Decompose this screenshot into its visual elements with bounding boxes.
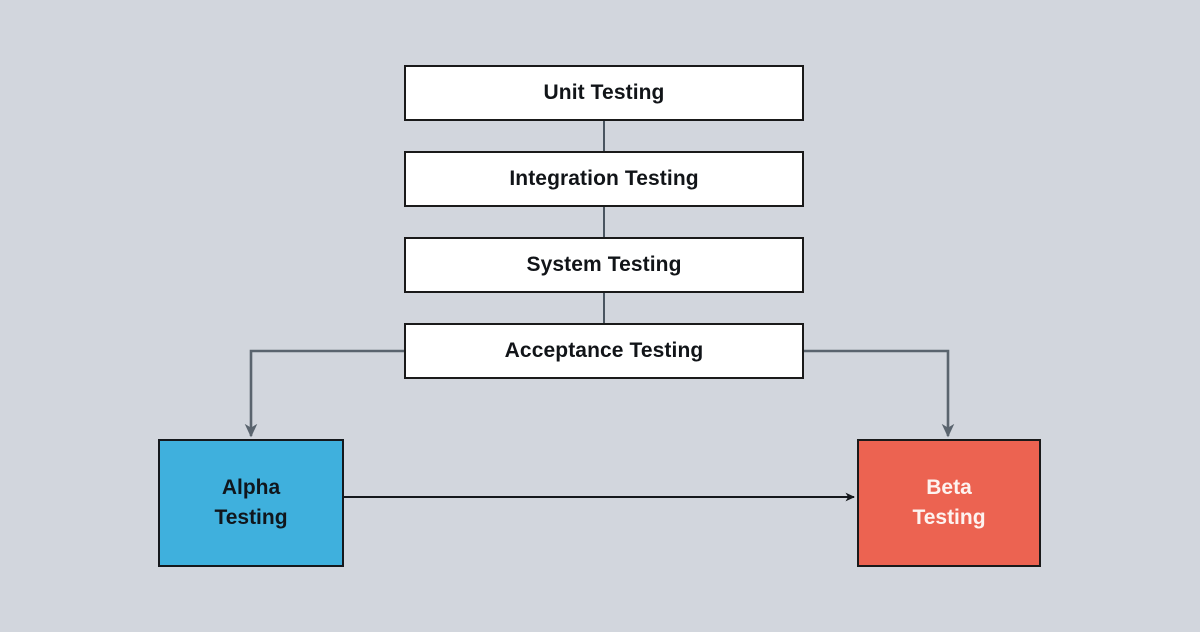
node-beta-testing[interactable]: Beta Testing [857, 439, 1041, 567]
node-alpha-testing-label: Alpha Testing [214, 475, 288, 529]
node-acceptance-testing[interactable]: Acceptance Testing [404, 323, 804, 379]
node-acceptance-testing-label: Acceptance Testing [504, 338, 704, 362]
node-unit-testing-label: Unit Testing [543, 80, 665, 104]
node-system-testing-label: System Testing [526, 252, 682, 276]
node-beta-testing-label: Beta Testing [912, 475, 986, 529]
node-system-testing[interactable]: System Testing [404, 237, 804, 293]
node-unit-testing[interactable]: Unit Testing [404, 65, 804, 121]
node-alpha-testing[interactable]: Alpha Testing [158, 439, 344, 567]
edge-acceptance-to-beta [804, 349, 955, 438]
node-integration-testing[interactable]: Integration Testing [404, 151, 804, 207]
edge-acceptance-to-alpha [244, 349, 404, 438]
node-integration-testing-label: Integration Testing [509, 166, 699, 190]
